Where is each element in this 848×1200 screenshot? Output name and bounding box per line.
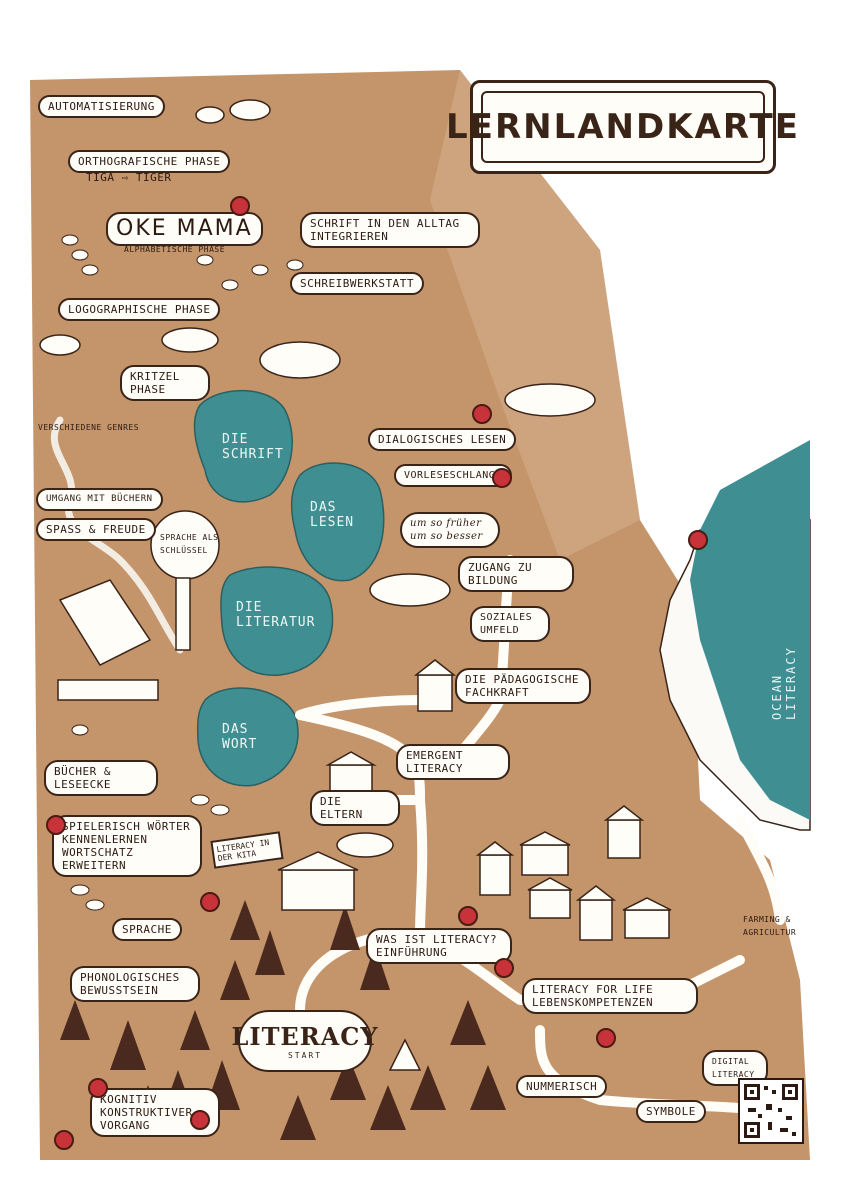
land-fade xyxy=(430,70,640,560)
lake-label-literatur: DIE LITERATUR xyxy=(236,600,316,630)
label-tiga-tiger: TIGA ⇨ TIGER xyxy=(86,171,172,184)
label-zugang-bildung: ZUGANG ZU BILDUNG xyxy=(458,556,574,592)
book-icon xyxy=(57,579,159,701)
label-schrift-alltag: SCHRIFT IN DEN ALLTAG INTEGRIEREN xyxy=(300,212,480,248)
label-spielerisch-woerter: SPIELERISCH WÖRTER KENNENLERNEN WORTSCHA… xyxy=(52,815,202,877)
label-orthografische-phase: ORTHOGRAFISCHE PHASE xyxy=(68,150,231,173)
ocean xyxy=(690,440,810,820)
ocean-label: OCEAN LITERACY xyxy=(770,646,798,720)
label-paedagogische-fachkraft: DIE PÄDAGOGISCHE FACHKRAFT xyxy=(455,668,591,704)
label-vorleseschlange: VORLESESCHLANGE xyxy=(394,464,512,487)
label-die-eltern: DIE ELTERN xyxy=(310,790,400,826)
label-dialogisches-lesen: DIALOGISCHES LESEN xyxy=(368,428,517,451)
tent-icon xyxy=(388,1038,422,1071)
lake-wort xyxy=(196,687,299,787)
pin-marker xyxy=(458,906,478,926)
lake-label-lesen: DAS LESEN xyxy=(310,500,355,530)
label-sprache: SPRACHE xyxy=(112,918,182,941)
label-kritzel-phase: KRITZEL PHASE xyxy=(120,365,210,401)
label-farming-agricultur: FARMING & AGRICULTUR xyxy=(743,915,797,937)
pin-marker xyxy=(88,1078,108,1098)
label-automatisierung: AUTOMATISIERUNG xyxy=(38,95,165,118)
label-um-so-frueher: um so früher um so besser xyxy=(400,512,500,548)
label-sprache-schluessel: SPRACHE ALS SCHLÜSSEL xyxy=(160,533,219,555)
label-spass-freude: SPAß & FREUDE xyxy=(36,518,156,541)
label-umgang-buecher: UMGANG MIT BÜCHERN xyxy=(36,488,163,511)
literacy-start-marker: LITERACY START xyxy=(231,1010,378,1072)
pin-marker xyxy=(190,1110,210,1130)
land-area xyxy=(30,70,810,1160)
label-literacy-for-life: LITERACY FOR LIFE LEBENSKOMPETENZEN xyxy=(522,978,698,1014)
pin-marker xyxy=(230,196,250,216)
label-emergent-literacy: EMERGENT LITERACY xyxy=(396,744,510,780)
lake-label-schrift: DIE SCHRIFT xyxy=(222,432,284,462)
label-genres: VERSCHIEDENE GENRES xyxy=(38,423,140,432)
pin-marker xyxy=(200,892,220,912)
qr-code-pattern xyxy=(744,1084,798,1138)
page-title: LERNLANDKARTE xyxy=(446,107,800,147)
pin-marker xyxy=(46,815,66,835)
pin-marker xyxy=(688,530,708,550)
title-inner-frame: LERNLANDKARTE xyxy=(446,91,798,163)
pin-marker xyxy=(494,958,514,978)
pin-marker xyxy=(596,1028,616,1048)
literacy-start-title: LITERACY xyxy=(231,1022,379,1051)
label-soziales-umfeld: SOZIALES UMFELD xyxy=(470,606,550,642)
label-nummerisch: NUMMERISCH xyxy=(516,1075,608,1098)
title-frame: LERNLANDKARTE xyxy=(446,80,798,174)
qr-code[interactable] xyxy=(738,1078,804,1144)
stones xyxy=(61,234,304,911)
label-schreibwerkstatt: SCHREIBWERKSTATT xyxy=(290,272,424,295)
literacy-start-subtitle: START xyxy=(287,1051,323,1060)
pin-marker xyxy=(492,468,512,488)
label-was-ist-literacy: WAS IST LITERACY? EINFÜHRUNG xyxy=(366,928,512,964)
pin-marker xyxy=(472,404,492,424)
label-digital-literacy: DIGITAL LITERACY xyxy=(702,1050,768,1086)
lake-schrift xyxy=(193,389,293,503)
label-symbole: SYMBOLE xyxy=(636,1100,706,1123)
lake-label-wort: DAS WORT xyxy=(222,722,258,752)
pin-marker xyxy=(54,1130,74,1150)
lake-lesen xyxy=(290,462,385,582)
label-logographische-phase: LOGOGRAPHISCHE PHASE xyxy=(58,298,221,321)
label-oke-mama: OKE MAMA xyxy=(106,212,263,246)
trees xyxy=(39,99,596,858)
houses xyxy=(277,659,672,941)
label-phonologisches-bewusstsein: PHONOLOGISCHES BEWUSSTSEIN xyxy=(70,966,200,1002)
label-buecher-leseecke: BÜCHER & LESEECKE xyxy=(44,760,158,796)
lake-literatur xyxy=(220,566,334,676)
label-alphabetische-phase: ALPHABETISCHE PHASE xyxy=(124,245,226,254)
key-icon xyxy=(150,510,220,651)
